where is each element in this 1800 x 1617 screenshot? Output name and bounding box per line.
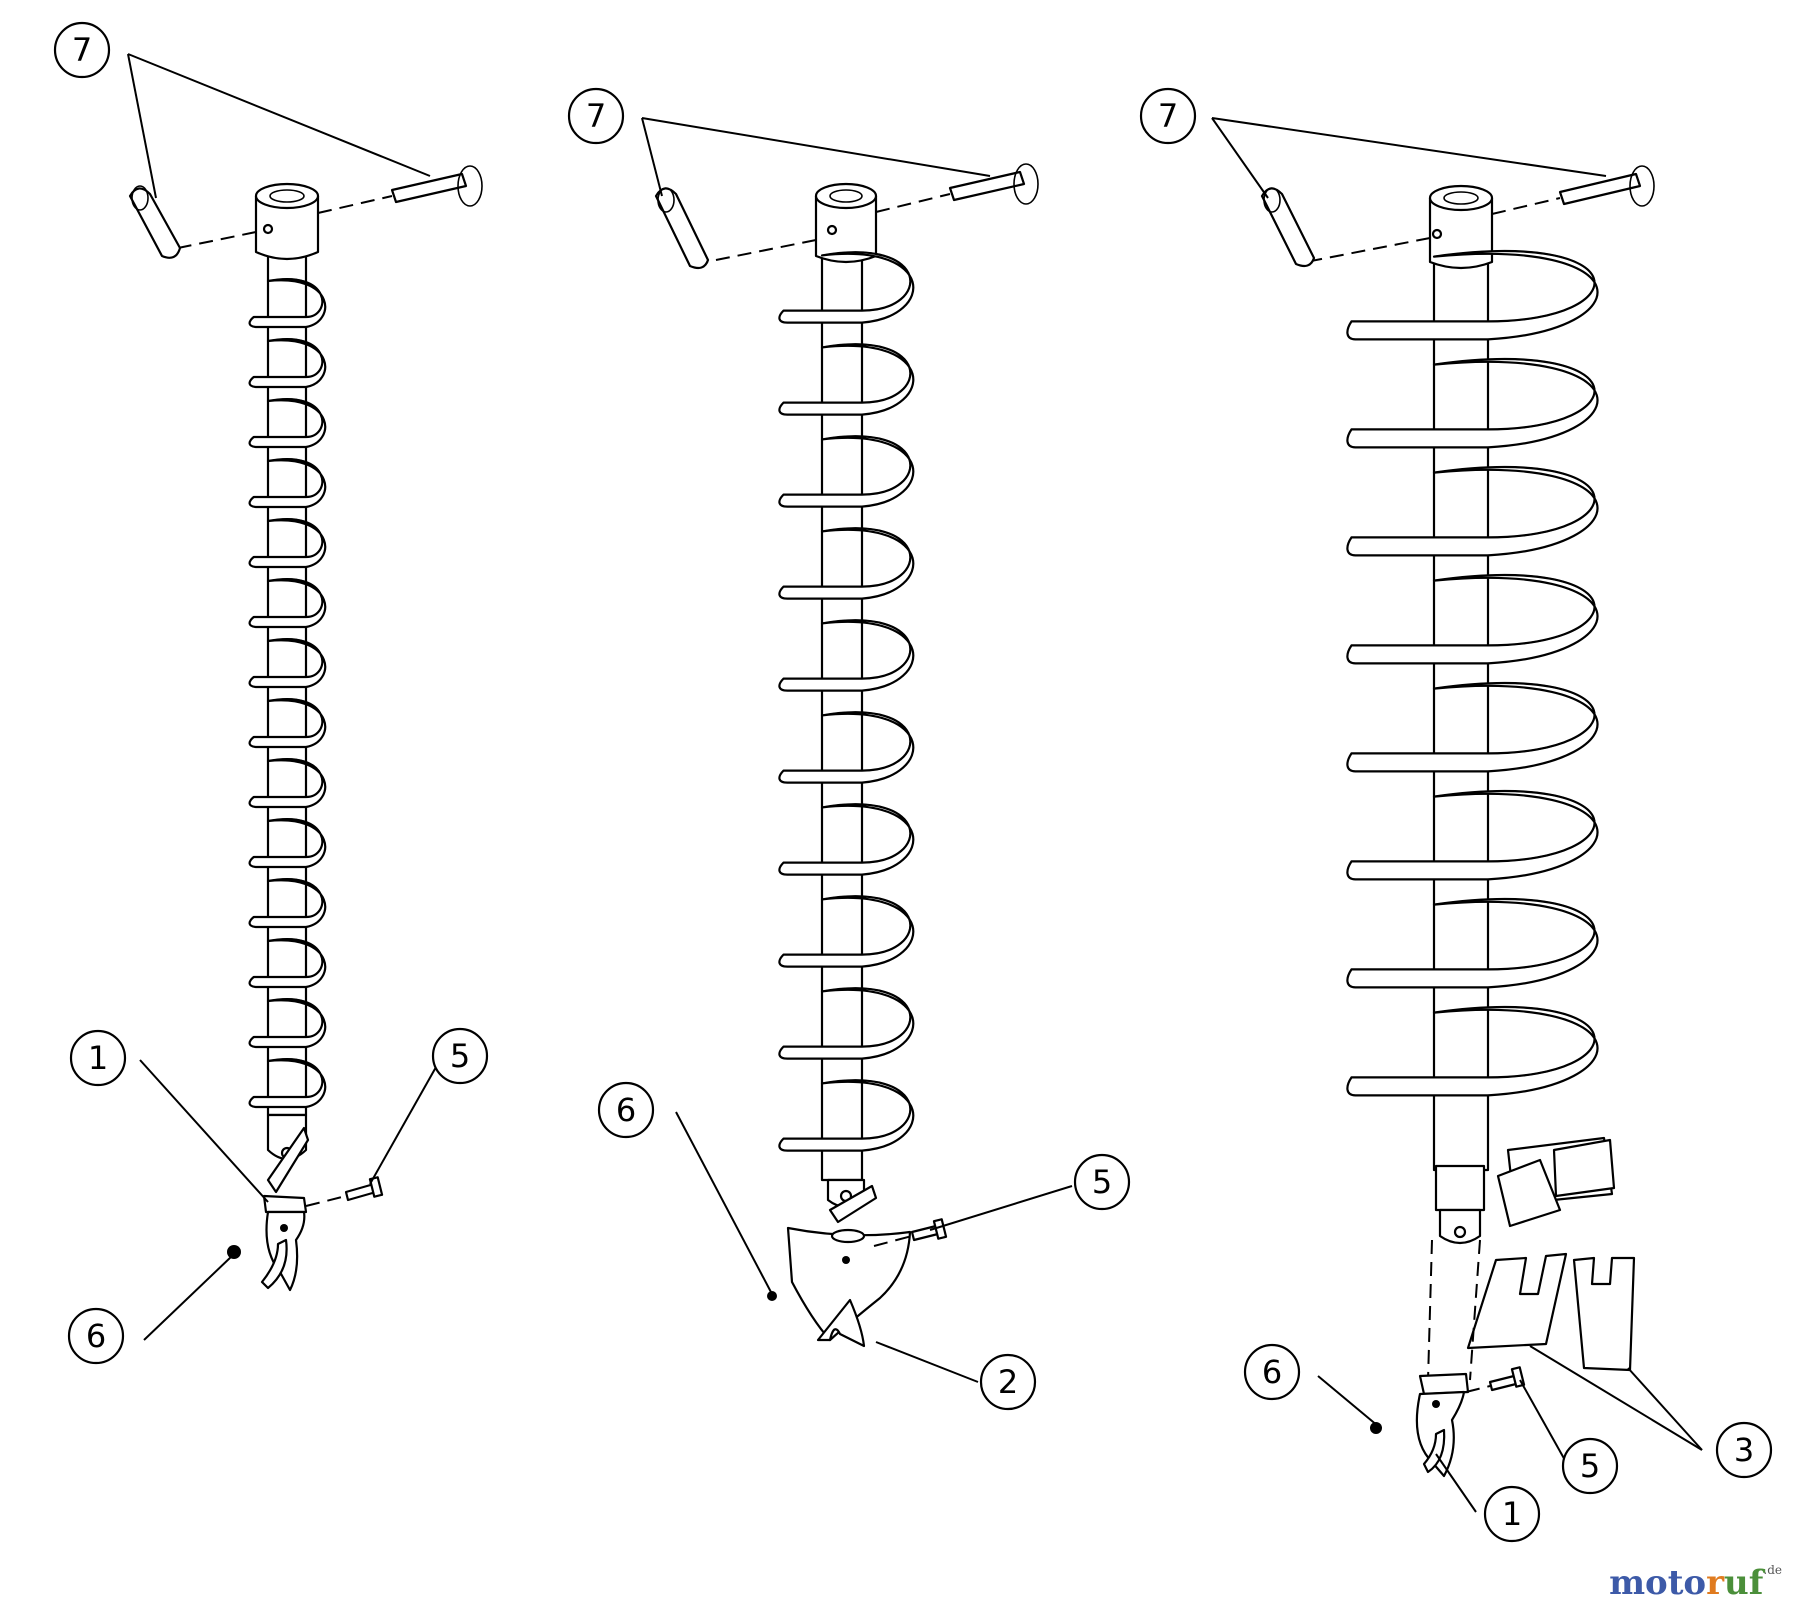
- auger-narrow-nut: [227, 1245, 241, 1259]
- svg-text:5: 5: [1092, 1163, 1112, 1201]
- logo-part-1: moto: [1609, 1563, 1707, 1603]
- auger-medium-pin: [654, 163, 1039, 270]
- auger-flight-edge: [821, 711, 911, 772]
- auger-narrow-bolt: [305, 1176, 384, 1207]
- auger-narrow-bit: [260, 1126, 310, 1292]
- auger-flight-edge: [821, 435, 911, 496]
- auger-flight-edge: [1433, 682, 1596, 755]
- auger-wide-bolt: [1465, 1366, 1526, 1393]
- svg-text:6: 6: [1262, 1353, 1282, 1391]
- logo-part-3: uf: [1724, 1563, 1764, 1603]
- auger-wide-flights: [1346, 249, 1599, 1097]
- auger-flight-edge: [267, 398, 324, 438]
- auger-wide-nut: [1370, 1422, 1382, 1434]
- callout-right-bit: 1: [1483, 1485, 1541, 1543]
- auger-flight-edge: [267, 278, 324, 318]
- auger-flight-edge: [821, 343, 911, 404]
- logo-suffix: .de: [1763, 1563, 1782, 1577]
- auger-flight-edge: [267, 578, 324, 618]
- auger-flight-edge: [1433, 790, 1596, 863]
- logo-part-2: r: [1706, 1563, 1725, 1603]
- auger-flight-edge: [821, 803, 911, 864]
- auger-wide-shaft: [1432, 248, 1490, 1172]
- svg-text:3: 3: [1734, 1431, 1754, 1469]
- svg-text:6: 6: [86, 1317, 106, 1355]
- auger-wide: [1260, 165, 1655, 1478]
- auger-narrow-collar: [254, 194, 320, 261]
- auger-medium: [654, 163, 1039, 1348]
- svg-text:7: 7: [1158, 97, 1178, 135]
- auger-medium-bolt: [873, 1218, 948, 1247]
- svg-text:1: 1: [88, 1039, 108, 1077]
- auger-wide-collar: [1428, 196, 1494, 270]
- auger-flight-edge: [267, 638, 324, 678]
- auger-flight-edge: [267, 878, 324, 918]
- callouts: 7 1 5 6 7 6 5 2: [53, 21, 1773, 1543]
- auger-wide-pin: [1260, 165, 1655, 268]
- auger-flight-edge: [821, 251, 911, 312]
- auger-flight-edge: [267, 458, 324, 498]
- svg-text:5: 5: [1580, 1447, 1600, 1485]
- auger-flight-edge: [1433, 250, 1596, 323]
- auger-flight-edge: [1433, 1006, 1596, 1079]
- auger-narrow-collar-top: [254, 182, 320, 210]
- auger-flight-edge: [821, 987, 911, 1048]
- auger-flight-edge: [267, 998, 324, 1038]
- auger-flight-edge: [267, 818, 324, 858]
- auger-flight-edge: [821, 619, 911, 680]
- auger-flight-edge: [267, 698, 324, 738]
- watermark-logo: motoruf.de: [1609, 1563, 1782, 1603]
- auger-flight-edge: [1433, 898, 1596, 971]
- callout-left-pin: 7: [53, 21, 111, 79]
- auger-wide-bit: [1415, 1239, 1481, 1478]
- svg-text:7: 7: [72, 31, 92, 69]
- auger-flight-edge: [1433, 358, 1596, 431]
- callout-left-bit: 1: [69, 1029, 127, 1087]
- auger-flight-edge: [267, 938, 324, 978]
- callout-middle-pin: 7: [567, 87, 625, 145]
- callout-middle-bolt: 5: [1073, 1153, 1131, 1211]
- callout-middle-bit: 2: [979, 1353, 1037, 1411]
- auger-medium-bit: [786, 1184, 912, 1348]
- callout-middle-nut: 6: [597, 1081, 655, 1139]
- auger-flight-edge: [1433, 466, 1596, 539]
- svg-text:6: 6: [616, 1091, 636, 1129]
- svg-text:5: 5: [450, 1037, 470, 1075]
- auger-flight-edge: [267, 1058, 324, 1098]
- auger-flight-edge: [821, 1079, 911, 1140]
- auger-flight-edge: [267, 338, 324, 378]
- auger-narrow: [128, 165, 483, 1292]
- leader-lines: [127, 53, 1703, 1513]
- auger-wide-teeth: [1466, 1252, 1636, 1372]
- callout-right-pin: 7: [1139, 87, 1197, 145]
- auger-narrow-flights: [248, 278, 327, 1109]
- auger-medium-nut: [767, 1291, 777, 1301]
- auger-flight-edge: [267, 518, 324, 558]
- auger-flight-edge: [821, 527, 911, 588]
- callout-right-teeth: 3: [1715, 1421, 1773, 1479]
- callout-left-bolt: 5: [431, 1027, 489, 1085]
- auger-narrow-pin: [128, 165, 483, 259]
- svg-text:7: 7: [586, 97, 606, 135]
- auger-medium-flights: [778, 251, 915, 1152]
- callout-right-nut: 6: [1243, 1343, 1301, 1401]
- svg-text:1: 1: [1502, 1495, 1522, 1533]
- auger-flight-edge: [1433, 574, 1596, 647]
- auger-flight-edge: [821, 895, 911, 956]
- auger-flight-edge: [267, 758, 324, 798]
- svg-text:2: 2: [998, 1363, 1018, 1401]
- callout-right-bolt: 5: [1561, 1437, 1619, 1495]
- callout-left-nut: 6: [67, 1307, 125, 1365]
